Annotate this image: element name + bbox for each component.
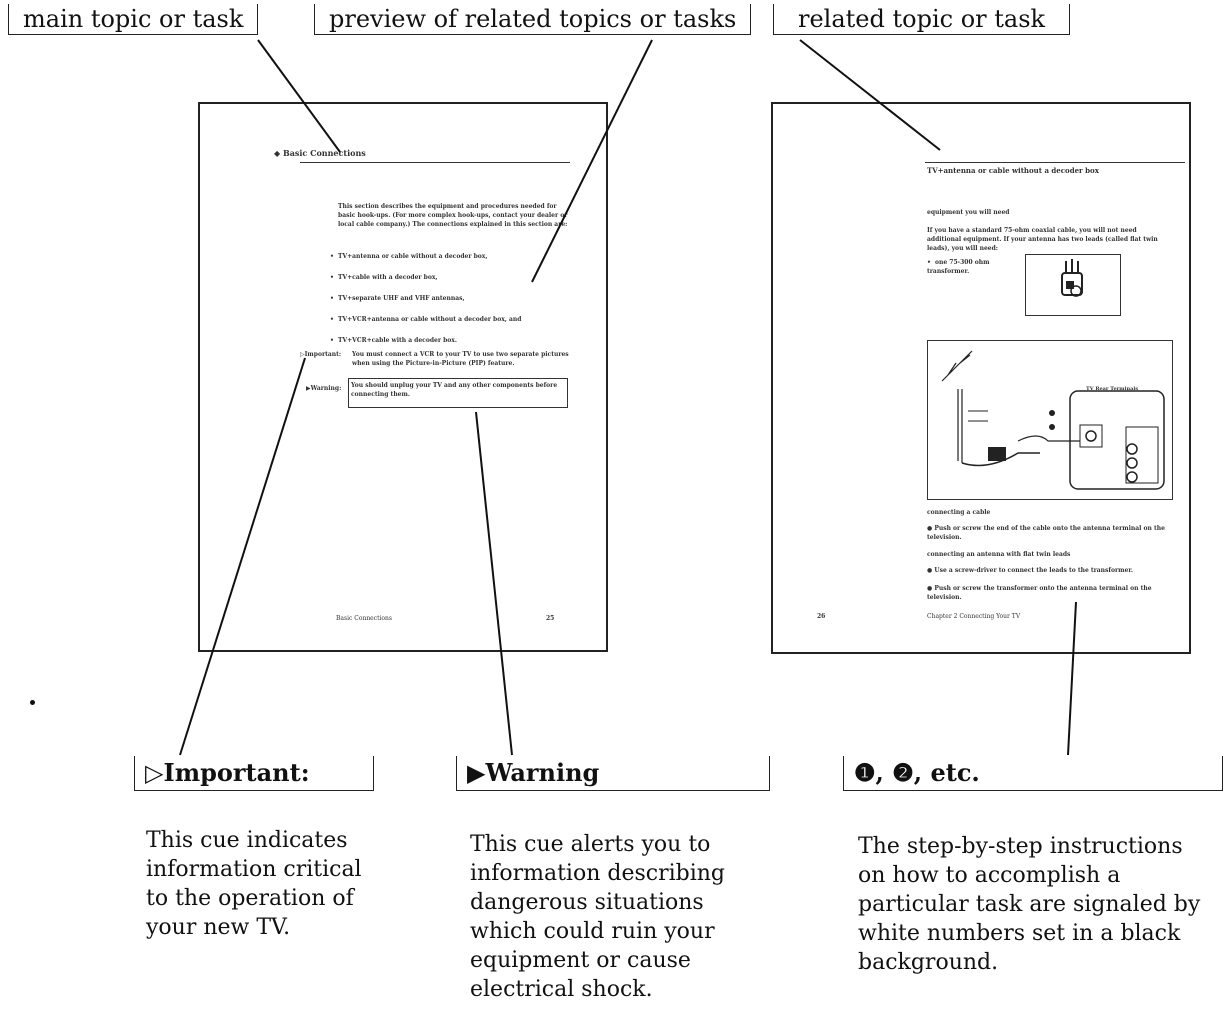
left-page: ◆ Basic Connections This section describ… <box>198 102 608 652</box>
right-footer-title: Chapter 2 Connecting Your TV <box>927 613 1021 620</box>
right-para: If you have a standard 75-ohm coaxial ca… <box>927 227 1158 252</box>
left-page-intro: This section describes the equipment and… <box>338 203 568 228</box>
diagram-label: TV Rear Terminals <box>1086 386 1139 392</box>
stray-mark <box>30 700 35 705</box>
right-subhead-antenna: connecting an antenna with flat twin lea… <box>927 551 1071 558</box>
right-page: TV+antenna or cable without a decoder bo… <box>771 102 1191 654</box>
label-main-topic: main topic or task <box>8 4 259 35</box>
list-item: • TV+cable with a decoder box, <box>330 274 438 281</box>
warning-box: You should unplug your TV and any other … <box>348 378 568 408</box>
title-rule <box>300 162 570 163</box>
label-preview-related: preview of related topics or tasks <box>314 4 752 35</box>
transformer-image-box <box>1025 254 1121 316</box>
left-page-title: ◆ Basic Connections <box>274 148 366 158</box>
transformer-icon <box>1061 259 1083 297</box>
important-cue-header: ▷Important: <box>134 756 374 791</box>
title-rule <box>925 162 1185 163</box>
important-text-small: You must connect a VCR to your TV to use… <box>352 351 569 367</box>
important-cue-small: ▷Important: <box>300 351 342 358</box>
label-related-topic: related topic or task <box>773 4 1071 35</box>
warning-description: This cue alerts you to information descr… <box>470 832 726 1002</box>
step-number-icon: ● <box>927 585 933 592</box>
right-subhead-equipment: equipment you will need <box>927 209 1010 216</box>
number-one-icon: ❶ <box>854 758 876 787</box>
list-item: • TV+separate UHF and VHF antennas, <box>330 295 465 302</box>
diamond-icon: ◆ <box>274 148 283 158</box>
right-step-1: ● Push or screw the end of the cable ont… <box>927 525 1165 541</box>
bullet-list: • TV+antenna or cable without a decoder … <box>330 252 580 357</box>
list-item: • TV+antenna or cable without a decoder … <box>330 253 488 260</box>
right-page-number: 26 <box>817 613 826 620</box>
right-step-3: ● Push or screw the transformer onto the… <box>927 585 1152 601</box>
step-number-icon: ● <box>927 567 933 574</box>
right-page-title: TV+antenna or cable without a decoder bo… <box>927 166 1099 175</box>
right-bullet: • one 75-300 ohm transformer. <box>927 259 990 275</box>
number-two-icon: ❷ <box>892 758 914 787</box>
list-item: • TV+VCR+cable with a decoder box. <box>330 337 457 344</box>
list-item: • TV+VCR+antenna or cable without a deco… <box>330 316 522 323</box>
filled-triangle-icon: ▶ <box>467 758 486 787</box>
left-footer-title: Basic Connections <box>336 615 392 622</box>
warning-cue-header: ▶Warning <box>456 756 770 791</box>
left-page-number: 25 <box>546 615 555 622</box>
steps-description: The step-by-step instructions on how to … <box>858 834 1201 975</box>
important-description: This cue indicates information critical … <box>146 828 362 940</box>
steps-cue-header: ❶, ❷, etc. <box>843 756 1223 791</box>
right-step-2: ● Use a screw-driver to connect the lead… <box>927 567 1134 574</box>
right-subhead-cable: connecting a cable <box>927 509 991 516</box>
open-triangle-icon: ▷ <box>145 759 164 787</box>
step-number-icon: ● <box>927 525 933 532</box>
antenna-wiring-diagram <box>941 350 1165 490</box>
warning-cue-small: ▶Warning: <box>306 385 342 392</box>
connection-diagram: TV Rear Terminals <box>927 340 1173 500</box>
